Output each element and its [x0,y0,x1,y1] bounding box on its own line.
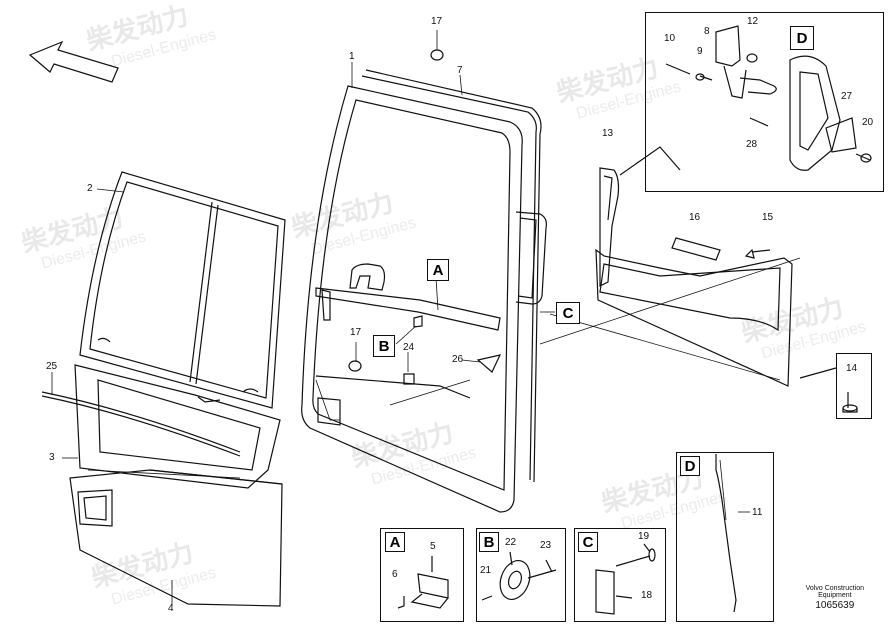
tag-a-box: A [385,532,405,552]
tag-d-box: D [680,456,700,476]
detail-14-frame [836,353,872,419]
callout-28: 28 [746,139,758,150]
detail-d-rod-frame [676,452,774,622]
callout-20: 20 [862,117,874,128]
callout-24: 24 [403,342,415,353]
callout-5: 5 [430,541,436,552]
detail-c-frame [574,528,666,622]
detail-d-rod [715,454,750,613]
tag-c-main: C [556,302,580,324]
callout-8: 8 [704,26,710,37]
callout-22: 22 [505,537,517,548]
tag-b-box: B [479,532,499,552]
callout-12: 12 [747,16,759,27]
callout-25: 25 [46,361,58,372]
callout-14: 14 [846,363,858,374]
leader-lines [51,30,801,606]
callout-17-upper: 17 [431,16,443,27]
detail-b-frame [476,528,566,622]
callout-2: 2 [87,183,93,194]
callout-3: 3 [49,452,55,463]
callout-27: 27 [841,91,853,102]
callout-15: 15 [762,212,774,223]
callout-10: 10 [664,33,676,44]
footer-line1: Volvo Construction [805,584,864,592]
part-door-frame [301,69,547,513]
callout-16: 16 [689,212,701,223]
detail-d-inset [619,25,872,176]
footer-ref-number: 1065639 [815,600,855,611]
tag-c-box: C [578,532,598,552]
callout-11: 11 [752,507,763,518]
callout-9: 9 [697,46,703,57]
part-lower-panel [69,469,283,607]
part-handle-26 [476,354,502,373]
callout-7: 7 [457,65,463,76]
tag-b-main: B [373,335,395,357]
tag-a-main: A [427,259,449,281]
callout-6: 6 [392,569,398,580]
part-window-glass [79,171,286,409]
direction-arrow [28,40,119,83]
footer-reference: Volvo Construction Equipment 1065639 [806,585,864,611]
callout-19: 19 [638,531,650,542]
part-clip-b [413,315,423,328]
footer-line2: Equipment [818,592,852,600]
callout-23: 23 [540,540,552,551]
callout-1: 1 [349,51,355,62]
part-side-panel [595,167,793,387]
detail-b-parts [481,551,557,601]
callout-26: 26 [452,354,464,365]
callout-13: 13 [602,128,614,139]
part-nut-17-lower [348,360,362,372]
callout-18: 18 [641,590,653,601]
detail-d-frame [645,12,884,192]
callout-4: 4 [168,603,174,614]
part-clip-24 [403,373,415,385]
part-nut-17-upper [430,49,444,61]
callout-17-lower: 17 [350,327,362,338]
detail-c-parts [595,543,656,615]
part-bolt-14 [799,367,858,413]
detail-a-frame [380,528,464,622]
callout-21: 21 [480,565,492,576]
tag-d-main: D [790,26,814,50]
detail-a-parts [397,556,449,609]
part-interior-panel [41,364,281,489]
